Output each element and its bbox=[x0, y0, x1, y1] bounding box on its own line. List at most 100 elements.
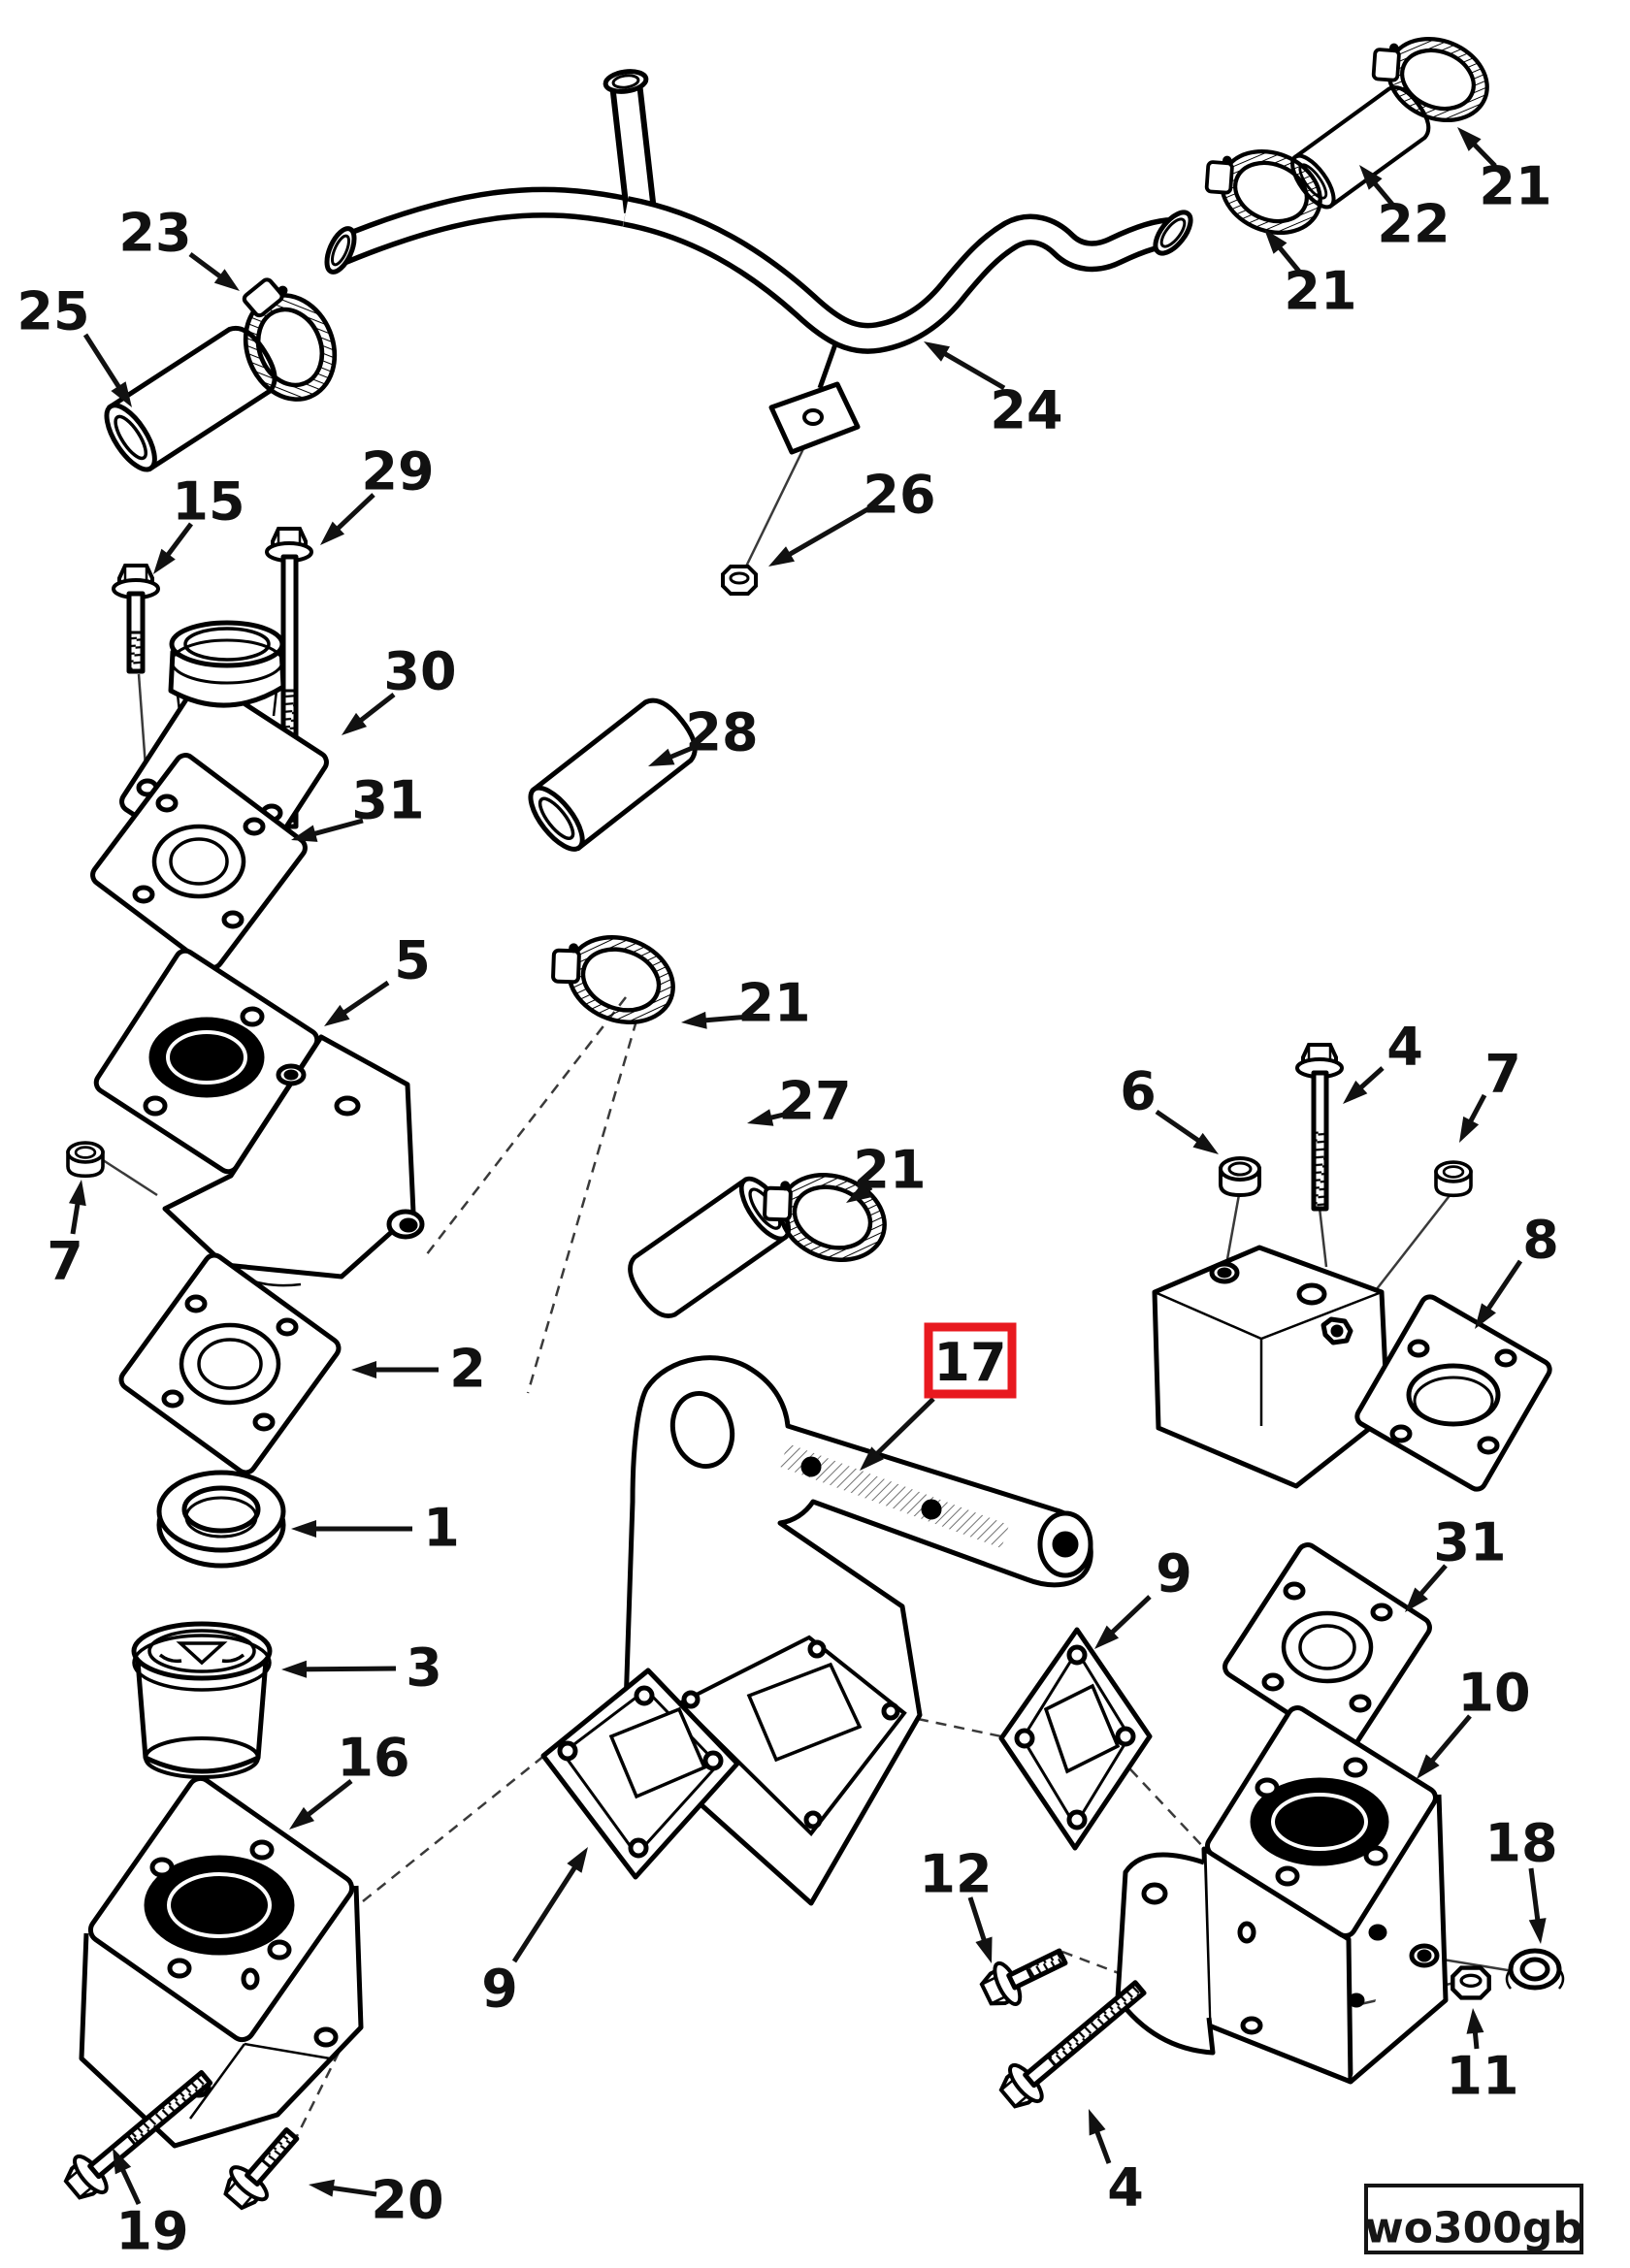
gasket-31-left bbox=[90, 753, 308, 970]
callout-20[interactable]: 20 bbox=[309, 2170, 444, 2231]
callout-9[interactable]: 9 bbox=[1094, 1543, 1192, 1650]
callout-label: 30 bbox=[383, 641, 456, 702]
callout-11[interactable]: 11 bbox=[1446, 2008, 1519, 2107]
callout-27[interactable]: 27 bbox=[747, 1071, 852, 1132]
callout-7[interactable]: 7 bbox=[47, 1180, 86, 1292]
callout-26[interactable]: 26 bbox=[768, 465, 936, 567]
bracket-flange-face bbox=[675, 1635, 907, 1837]
callout-1[interactable]: 1 bbox=[291, 1498, 460, 1559]
callout-31[interactable]: 31 bbox=[1405, 1512, 1507, 1613]
callout-9[interactable]: 9 bbox=[481, 1847, 588, 2020]
callout-21[interactable]: 21 bbox=[1457, 127, 1552, 217]
callout-4[interactable]: 4 bbox=[1343, 1017, 1423, 1105]
callout-label: 18 bbox=[1484, 1813, 1557, 1874]
callout-label: 21 bbox=[1479, 156, 1551, 217]
callout-label: 15 bbox=[172, 471, 244, 533]
pipe-end-right bbox=[1153, 210, 1193, 256]
bolt-20 bbox=[214, 2127, 300, 2218]
callout-16[interactable]: 16 bbox=[289, 1728, 410, 1831]
callout-12[interactable]: 12 bbox=[919, 1844, 993, 1964]
hose-28 bbox=[522, 692, 705, 858]
figure-code-stamp: wo300gb bbox=[1364, 2184, 1583, 2254]
callout-31[interactable]: 31 bbox=[291, 770, 425, 842]
bolt-15 bbox=[112, 564, 160, 674]
callout-label: 3 bbox=[406, 1637, 442, 1699]
callout-21[interactable]: 21 bbox=[681, 973, 811, 1034]
callout-17-highlighted[interactable]: 17 bbox=[860, 1322, 1017, 1471]
callout-label: 27 bbox=[778, 1071, 851, 1132]
callout-label: 23 bbox=[118, 203, 191, 264]
hose-clamp-21-mid bbox=[538, 917, 685, 1037]
mounting-bracket-17 bbox=[622, 1355, 1093, 1906]
bolt-12 bbox=[977, 1948, 1068, 2014]
pipe-mounting-tab bbox=[768, 340, 861, 455]
callout-label: 9 bbox=[1156, 1543, 1192, 1604]
pipe-end-left bbox=[324, 226, 357, 275]
callout-label: 2 bbox=[449, 1339, 486, 1400]
highlight-box bbox=[924, 1322, 1017, 1399]
callout-label: 10 bbox=[1457, 1663, 1530, 1724]
figure-code-text: wo300gb bbox=[1364, 2204, 1583, 2253]
callout-4[interactable]: 4 bbox=[1089, 2109, 1144, 2219]
seal-ring-1 bbox=[156, 1470, 286, 1569]
thermostat-housing-5 bbox=[93, 948, 425, 1287]
pipe-branch-end bbox=[603, 69, 649, 94]
callout-19[interactable]: 19 bbox=[113, 2148, 189, 2262]
callout-29[interactable]: 29 bbox=[320, 441, 435, 546]
callout-2[interactable]: 2 bbox=[351, 1339, 486, 1400]
callout-label: 5 bbox=[394, 930, 431, 991]
water-outlet-housing-16 bbox=[79, 1775, 364, 2149]
callout-30[interactable]: 30 bbox=[342, 641, 457, 736]
corner-water-housing-8 bbox=[1152, 1245, 1552, 1492]
callout-label: 20 bbox=[371, 2170, 443, 2231]
callout-15[interactable]: 15 bbox=[153, 471, 245, 575]
water-inlet-housing-10 bbox=[1115, 1705, 1449, 2085]
thermostat-3 bbox=[131, 1621, 273, 1779]
callout-7[interactable]: 7 bbox=[1459, 1044, 1521, 1144]
callout-5[interactable]: 5 bbox=[324, 930, 431, 1027]
callout-label: 7 bbox=[1484, 1044, 1521, 1105]
nut-11 bbox=[1452, 1968, 1488, 1998]
callout-6[interactable]: 6 bbox=[1120, 1061, 1219, 1155]
callout-18[interactable]: 18 bbox=[1484, 1813, 1558, 1945]
callout-21[interactable]: 21 bbox=[1264, 229, 1357, 322]
bolt-19 bbox=[56, 2070, 213, 2209]
plug-6 bbox=[1219, 1156, 1261, 1197]
callout-label: 1 bbox=[423, 1498, 460, 1559]
gasket-9-right bbox=[998, 1627, 1153, 1851]
plug-7-left bbox=[66, 1141, 105, 1179]
callout-label: 4 bbox=[1107, 2157, 1144, 2219]
callout-label: 17 bbox=[933, 1332, 1006, 1393]
callout-21[interactable]: 21 bbox=[846, 1140, 927, 1204]
callout-23[interactable]: 23 bbox=[118, 203, 240, 292]
callout-label: 21 bbox=[737, 973, 810, 1034]
callout-label: 16 bbox=[337, 1728, 409, 1789]
callout-8[interactable]: 8 bbox=[1475, 1210, 1559, 1330]
callout-label: 28 bbox=[685, 702, 758, 763]
callout-3[interactable]: 3 bbox=[281, 1637, 442, 1699]
callout-label: 8 bbox=[1522, 1210, 1559, 1271]
callout-label: 22 bbox=[1377, 194, 1450, 255]
callout-label: 26 bbox=[863, 465, 935, 526]
bolt-4-top bbox=[1295, 1043, 1344, 1212]
callout-25[interactable]: 25 bbox=[16, 281, 132, 408]
callout-label: 21 bbox=[853, 1140, 926, 1201]
callout-10[interactable]: 10 bbox=[1417, 1663, 1531, 1780]
callout-label: 24 bbox=[990, 380, 1062, 441]
water-transfer-pipe bbox=[324, 69, 1193, 455]
gasket-2 bbox=[118, 1252, 342, 1475]
callout-label: 7 bbox=[47, 1231, 83, 1292]
callout-label: 6 bbox=[1120, 1061, 1157, 1122]
callout-label: 19 bbox=[115, 2201, 188, 2262]
callout-label: 12 bbox=[919, 1844, 992, 1905]
callout-28[interactable]: 28 bbox=[648, 702, 759, 767]
callout-label: 31 bbox=[351, 770, 424, 831]
gasket-9-left bbox=[540, 1668, 740, 1880]
gasket-31-right bbox=[1222, 1542, 1432, 1752]
callout-label: 21 bbox=[1284, 261, 1356, 322]
callout-22[interactable]: 22 bbox=[1359, 165, 1451, 255]
callout-label: 11 bbox=[1446, 2046, 1518, 2107]
callout-24[interactable]: 24 bbox=[924, 341, 1063, 441]
